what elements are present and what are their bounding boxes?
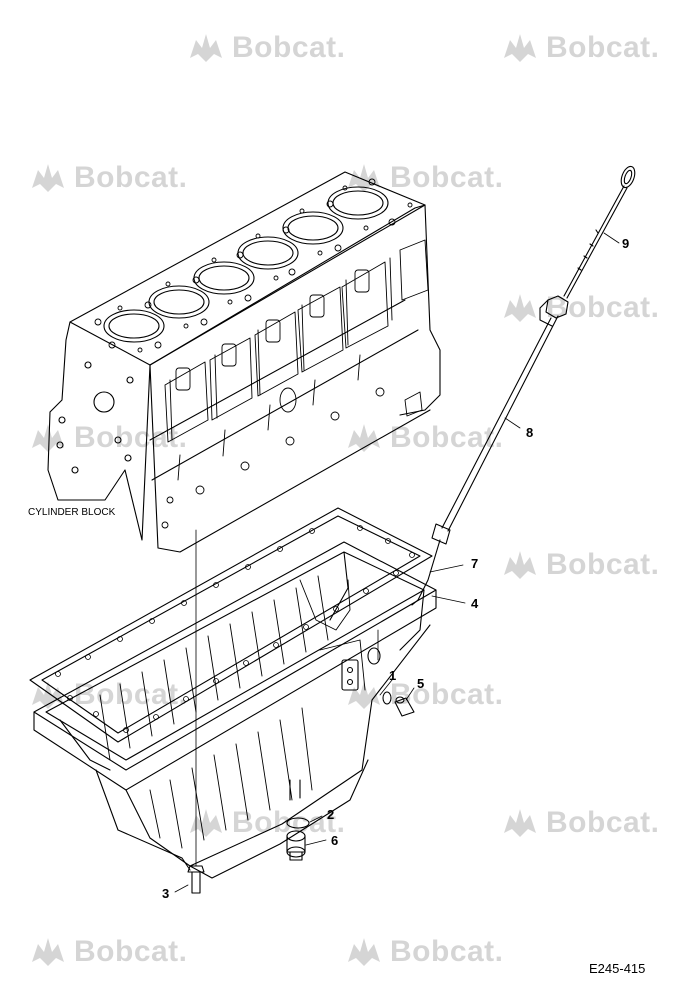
watermark: Bobcat. [28, 932, 188, 972]
bobcat-logo-icon [348, 424, 380, 452]
o-ring-2 [286, 817, 310, 829]
drain-plug [286, 830, 306, 861]
watermark-text: Bobcat. [390, 161, 504, 194]
callout-3: 3 [162, 886, 170, 901]
bobcat-logo-icon [32, 424, 64, 452]
bobcat-logo-icon [32, 681, 64, 709]
watermark: Bobcat. [344, 675, 504, 715]
watermark: Bobcat. [500, 803, 660, 843]
plug-5 [394, 696, 415, 717]
watermark-text: Bobcat. [546, 31, 660, 64]
dipstick [563, 165, 636, 299]
bolt [187, 865, 205, 894]
callout-4: 4 [471, 596, 479, 611]
oil-pan-gasket [29, 507, 433, 743]
watermark-text: Bobcat. [390, 421, 504, 454]
watermark-text: Bobcat. [546, 548, 660, 581]
callout-6: 6 [331, 833, 339, 848]
bobcat-logo-icon [504, 294, 536, 322]
watermark-text: Bobcat. [390, 678, 504, 711]
watermark: Bobcat. [28, 675, 188, 715]
leader-lines [174, 232, 620, 893]
watermark: Bobcat. [500, 28, 660, 68]
bobcat-logo-icon [504, 34, 536, 62]
callout-5: 5 [417, 676, 425, 691]
bobcat-logo-icon [190, 809, 222, 837]
watermark: Bobcat. [186, 28, 346, 68]
bobcat-logo-icon [348, 681, 380, 709]
callout-7: 7 [471, 556, 479, 571]
bobcat-logo-icon [32, 938, 64, 966]
cylinder-block-label: CYLINDER BLOCK [28, 507, 116, 518]
bobcat-logo-icon [348, 938, 380, 966]
bobcat-logo-icon [504, 809, 536, 837]
cylinder-block [47, 171, 441, 553]
oil-pan [33, 541, 437, 879]
watermark-text: Bobcat. [74, 161, 188, 194]
watermark: Bobcat. [344, 418, 504, 458]
o-ring-1 [382, 691, 392, 705]
watermark: Bobcat. [500, 545, 660, 585]
callout-9: 9 [622, 236, 630, 251]
callout-1: 1 [389, 668, 397, 683]
dipstick-tube [411, 295, 569, 606]
figure-code: E245-415 [589, 961, 646, 976]
callout-2: 2 [327, 807, 335, 822]
bobcat-logo-icon [190, 34, 222, 62]
bobcat-logo-icon [348, 164, 380, 192]
watermark-text: Bobcat. [74, 678, 188, 711]
bobcat-logo-icon [32, 164, 64, 192]
watermark-text: Bobcat. [74, 935, 188, 968]
watermark-text: Bobcat. [390, 935, 504, 968]
watermark: Bobcat. [500, 288, 660, 328]
bobcat-logo-icon [504, 551, 536, 579]
watermark-text: Bobcat. [232, 31, 346, 64]
callout-8: 8 [526, 425, 534, 440]
watermark: Bobcat. [344, 158, 504, 198]
watermark-text: Bobcat. [546, 291, 660, 324]
watermark: Bobcat. [344, 932, 504, 972]
watermark-text: Bobcat. [546, 806, 660, 839]
watermark: Bobcat. [28, 158, 188, 198]
